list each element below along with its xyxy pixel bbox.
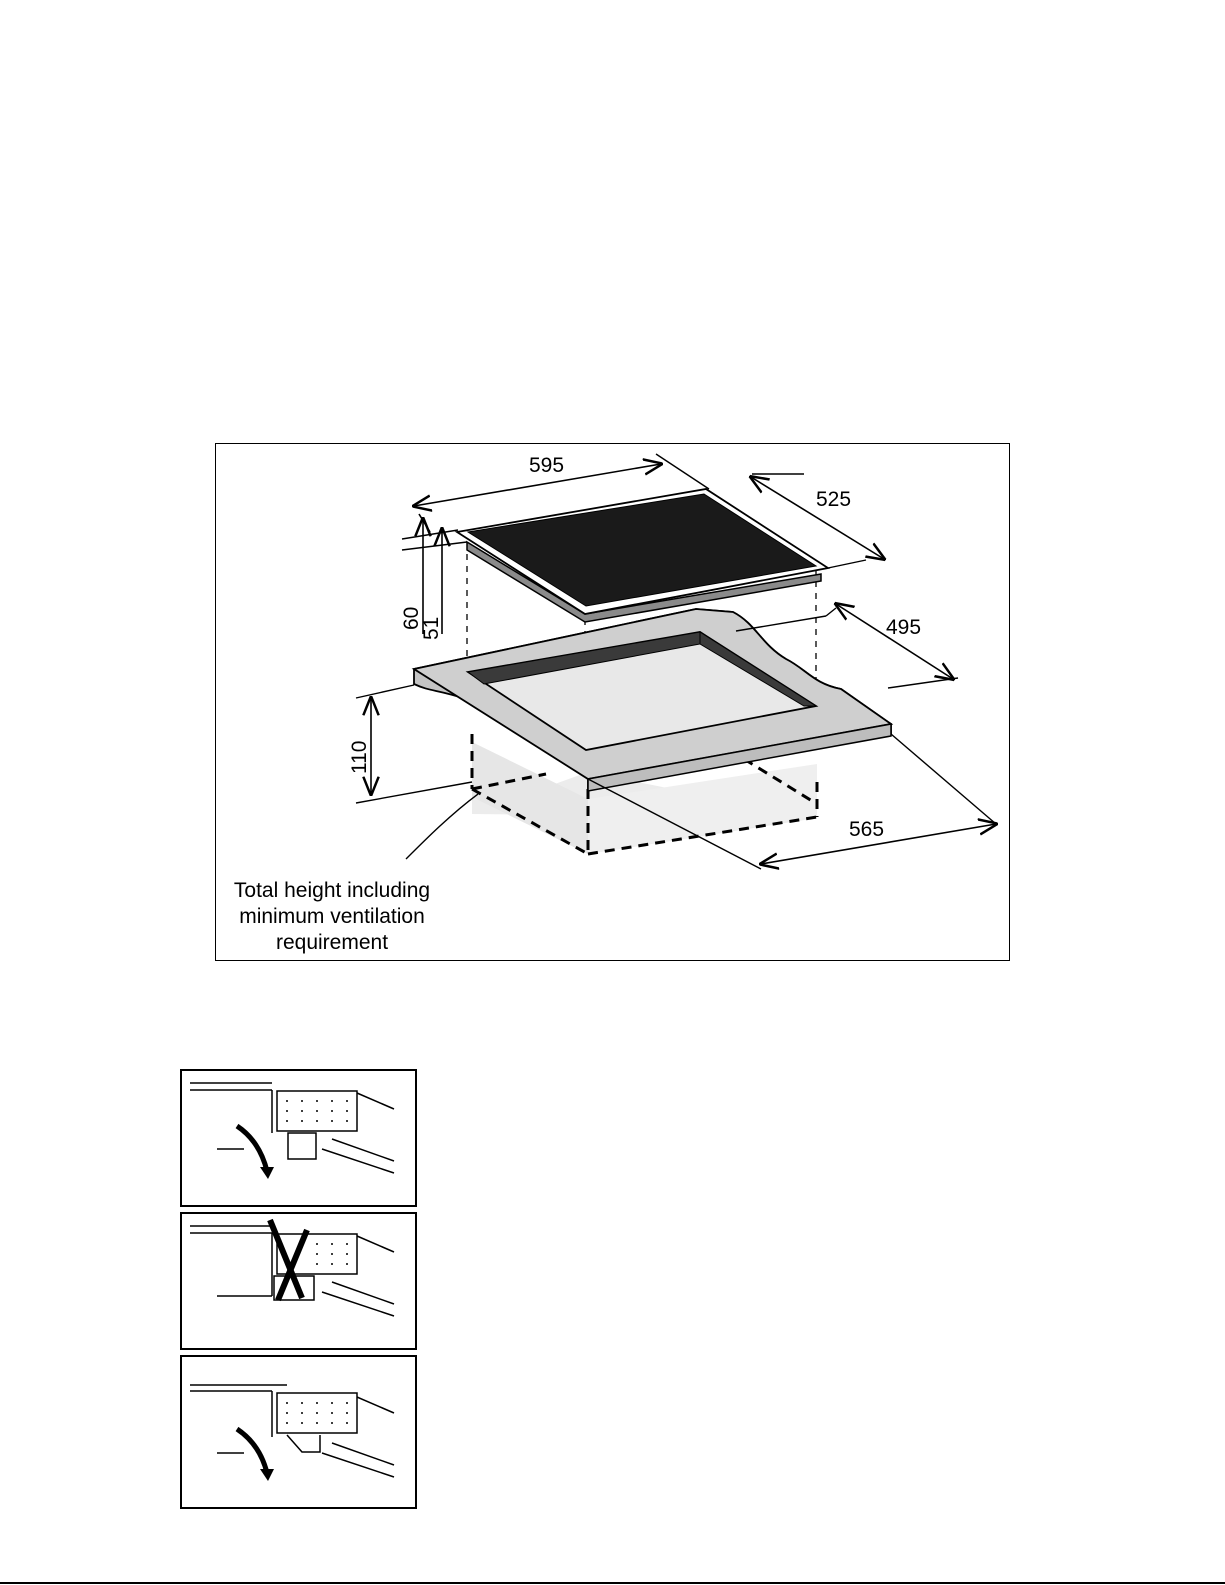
page-bottom-rule (0, 1582, 1225, 1584)
ventilation-panel-correct-1 (180, 1069, 417, 1207)
oven-cabinet-sketch-blocked (182, 1214, 415, 1348)
caption-leader (406, 794, 478, 859)
dim-label-depth: 525 (816, 488, 851, 511)
dim-label-width: 595 (529, 454, 564, 477)
ventilation-panel-correct-2 (180, 1355, 417, 1509)
ventilation-panel-incorrect (180, 1212, 417, 1350)
oven-cabinet-sketch (182, 1071, 415, 1205)
dim-label-cutout-width: 565 (849, 818, 884, 841)
dim-label-cutout-depth: 495 (886, 616, 921, 639)
ventilation-caption: Total height including minimum ventilati… (218, 878, 446, 956)
installation-diagram: 595 525 495 565 110 60 51 Total height i… (215, 443, 1010, 961)
ventilation-panels (180, 1069, 419, 1512)
dim-label-cabinet-height: 110 (348, 741, 371, 774)
dim-label-height-below: 51 (420, 617, 443, 640)
oven-cabinet-sketch-2 (182, 1357, 415, 1507)
airflow-arrow-icon (237, 1429, 267, 1473)
